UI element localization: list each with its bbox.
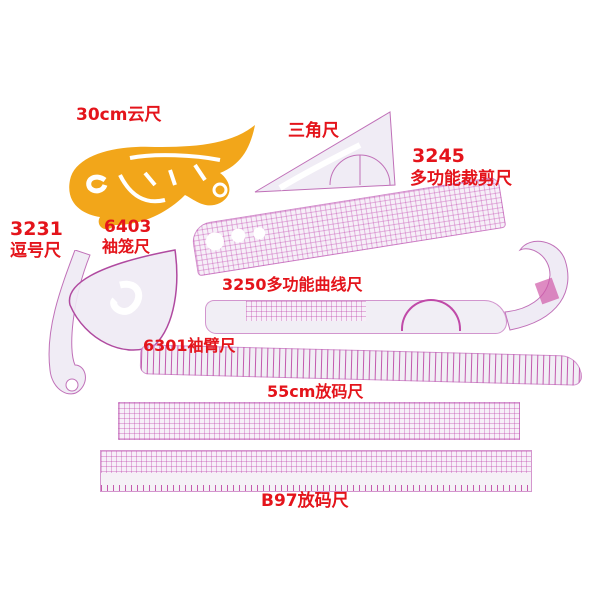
comma-ruler-name: 逗号尺 (10, 241, 61, 261)
armhole-ruler-shape (68, 249, 178, 351)
armhole-ruler-name: 袖笼尺 (102, 237, 151, 256)
grading-ruler-55-label: 55cm放码尺 (267, 382, 364, 401)
triangle-ruler-shape (254, 111, 396, 193)
armhole-ruler-code: 6403 (104, 217, 152, 237)
grading-ruler-55-shape (118, 402, 520, 440)
hook-curve-shape (504, 240, 569, 331)
grading-ruler-b97-shape (100, 450, 532, 492)
curve-ruler-shape (205, 299, 507, 334)
cloud-ruler-shape (69, 125, 255, 230)
triangle-ruler-label: 三角尺 (288, 121, 339, 141)
grading-ruler-b97-label: B97放码尺 (261, 491, 349, 511)
curve-ruler-label: 3250多功能曲线尺 (222, 275, 363, 294)
comma-ruler-code: 3231 (10, 218, 63, 240)
cutting-ruler-name: 多功能裁剪尺 (410, 169, 512, 189)
cutting-ruler-code: 3245 (412, 145, 465, 167)
cloud-ruler-label: 30cm云尺 (76, 105, 162, 125)
sleeve-ruler-label: 6301袖臂尺 (143, 336, 236, 355)
